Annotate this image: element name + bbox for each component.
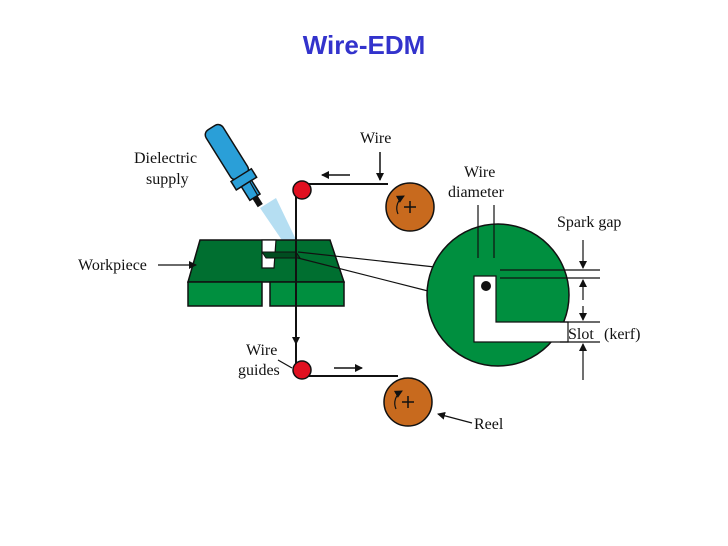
workpiece [187,239,346,307]
dielectric-label-line2: supply [146,171,189,188]
lower-reel [383,377,433,427]
wire-diameter-label-line2: diameter [448,184,505,201]
wire-label: Wire [360,130,391,147]
direction-arrows [292,152,384,372]
workpiece-label: Workpiece [78,257,147,274]
dielectric-label-line1: Dielectric [134,150,197,167]
upper-reel [385,182,435,232]
wire-cross-section [481,281,491,291]
wire-guides-label-line1: Wire [246,342,277,359]
magnifier-lines [297,251,445,293]
wire-guides-label-line2: guides [238,362,280,379]
dielectric-spray [260,198,300,252]
page-title: Wire-EDM [302,30,426,60]
upper-wire-guide [292,180,312,200]
wire-diameter-label-line1: Wire [464,164,495,181]
slot-label: Slot [568,326,594,343]
reel-label: Reel [474,416,504,433]
lower-wire-guide [292,360,312,380]
dielectric-nozzle [204,123,300,252]
kerf-label: (kerf) [604,326,640,343]
spark-gap-label: Spark gap [557,214,621,231]
label-pointers [158,181,473,424]
detail-view [426,205,600,367]
